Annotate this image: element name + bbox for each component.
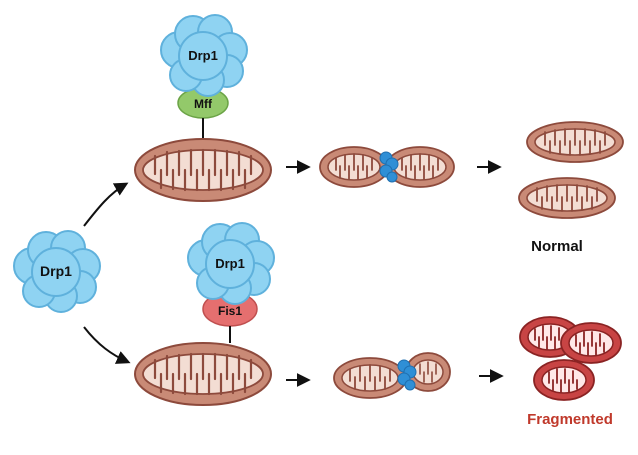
branch-arrow-bottom <box>83 326 131 364</box>
mitochondrion-fragment-3 <box>533 359 595 401</box>
mff-label: Mff <box>194 97 213 111</box>
mitochondrion-dividing-top <box>319 146 455 188</box>
mitochondrion-dividing-bottom <box>333 352 451 399</box>
mitochondrion-normal-2 <box>518 177 616 219</box>
drp1-constriction-ring-top <box>379 151 399 183</box>
normal-label: Normal <box>531 238 583 255</box>
fis1-label: Fis1 <box>218 304 242 318</box>
branch-arrow-top <box>83 182 129 227</box>
drp1-center: Drp1 <box>13 230 101 313</box>
mitochondrion-normal-1 <box>526 121 624 163</box>
drp1-constriction-ring-bottom <box>397 359 417 391</box>
drp1-bottom-label: Drp1 <box>215 256 245 271</box>
fragmented-label: Fragmented <box>527 411 613 428</box>
mff-receptor: Mff <box>177 87 229 119</box>
drp1-center-label: Drp1 <box>40 263 72 279</box>
mitochondrion-large-top <box>134 138 272 202</box>
drp1-top-label: Drp1 <box>188 48 218 63</box>
drp1-bottom: Drp1 <box>187 222 275 305</box>
mitochondrion-fragment-2 <box>560 322 622 364</box>
mitochondrion-large-bottom <box>134 342 272 406</box>
drp1-top: Drp1 <box>160 14 248 97</box>
